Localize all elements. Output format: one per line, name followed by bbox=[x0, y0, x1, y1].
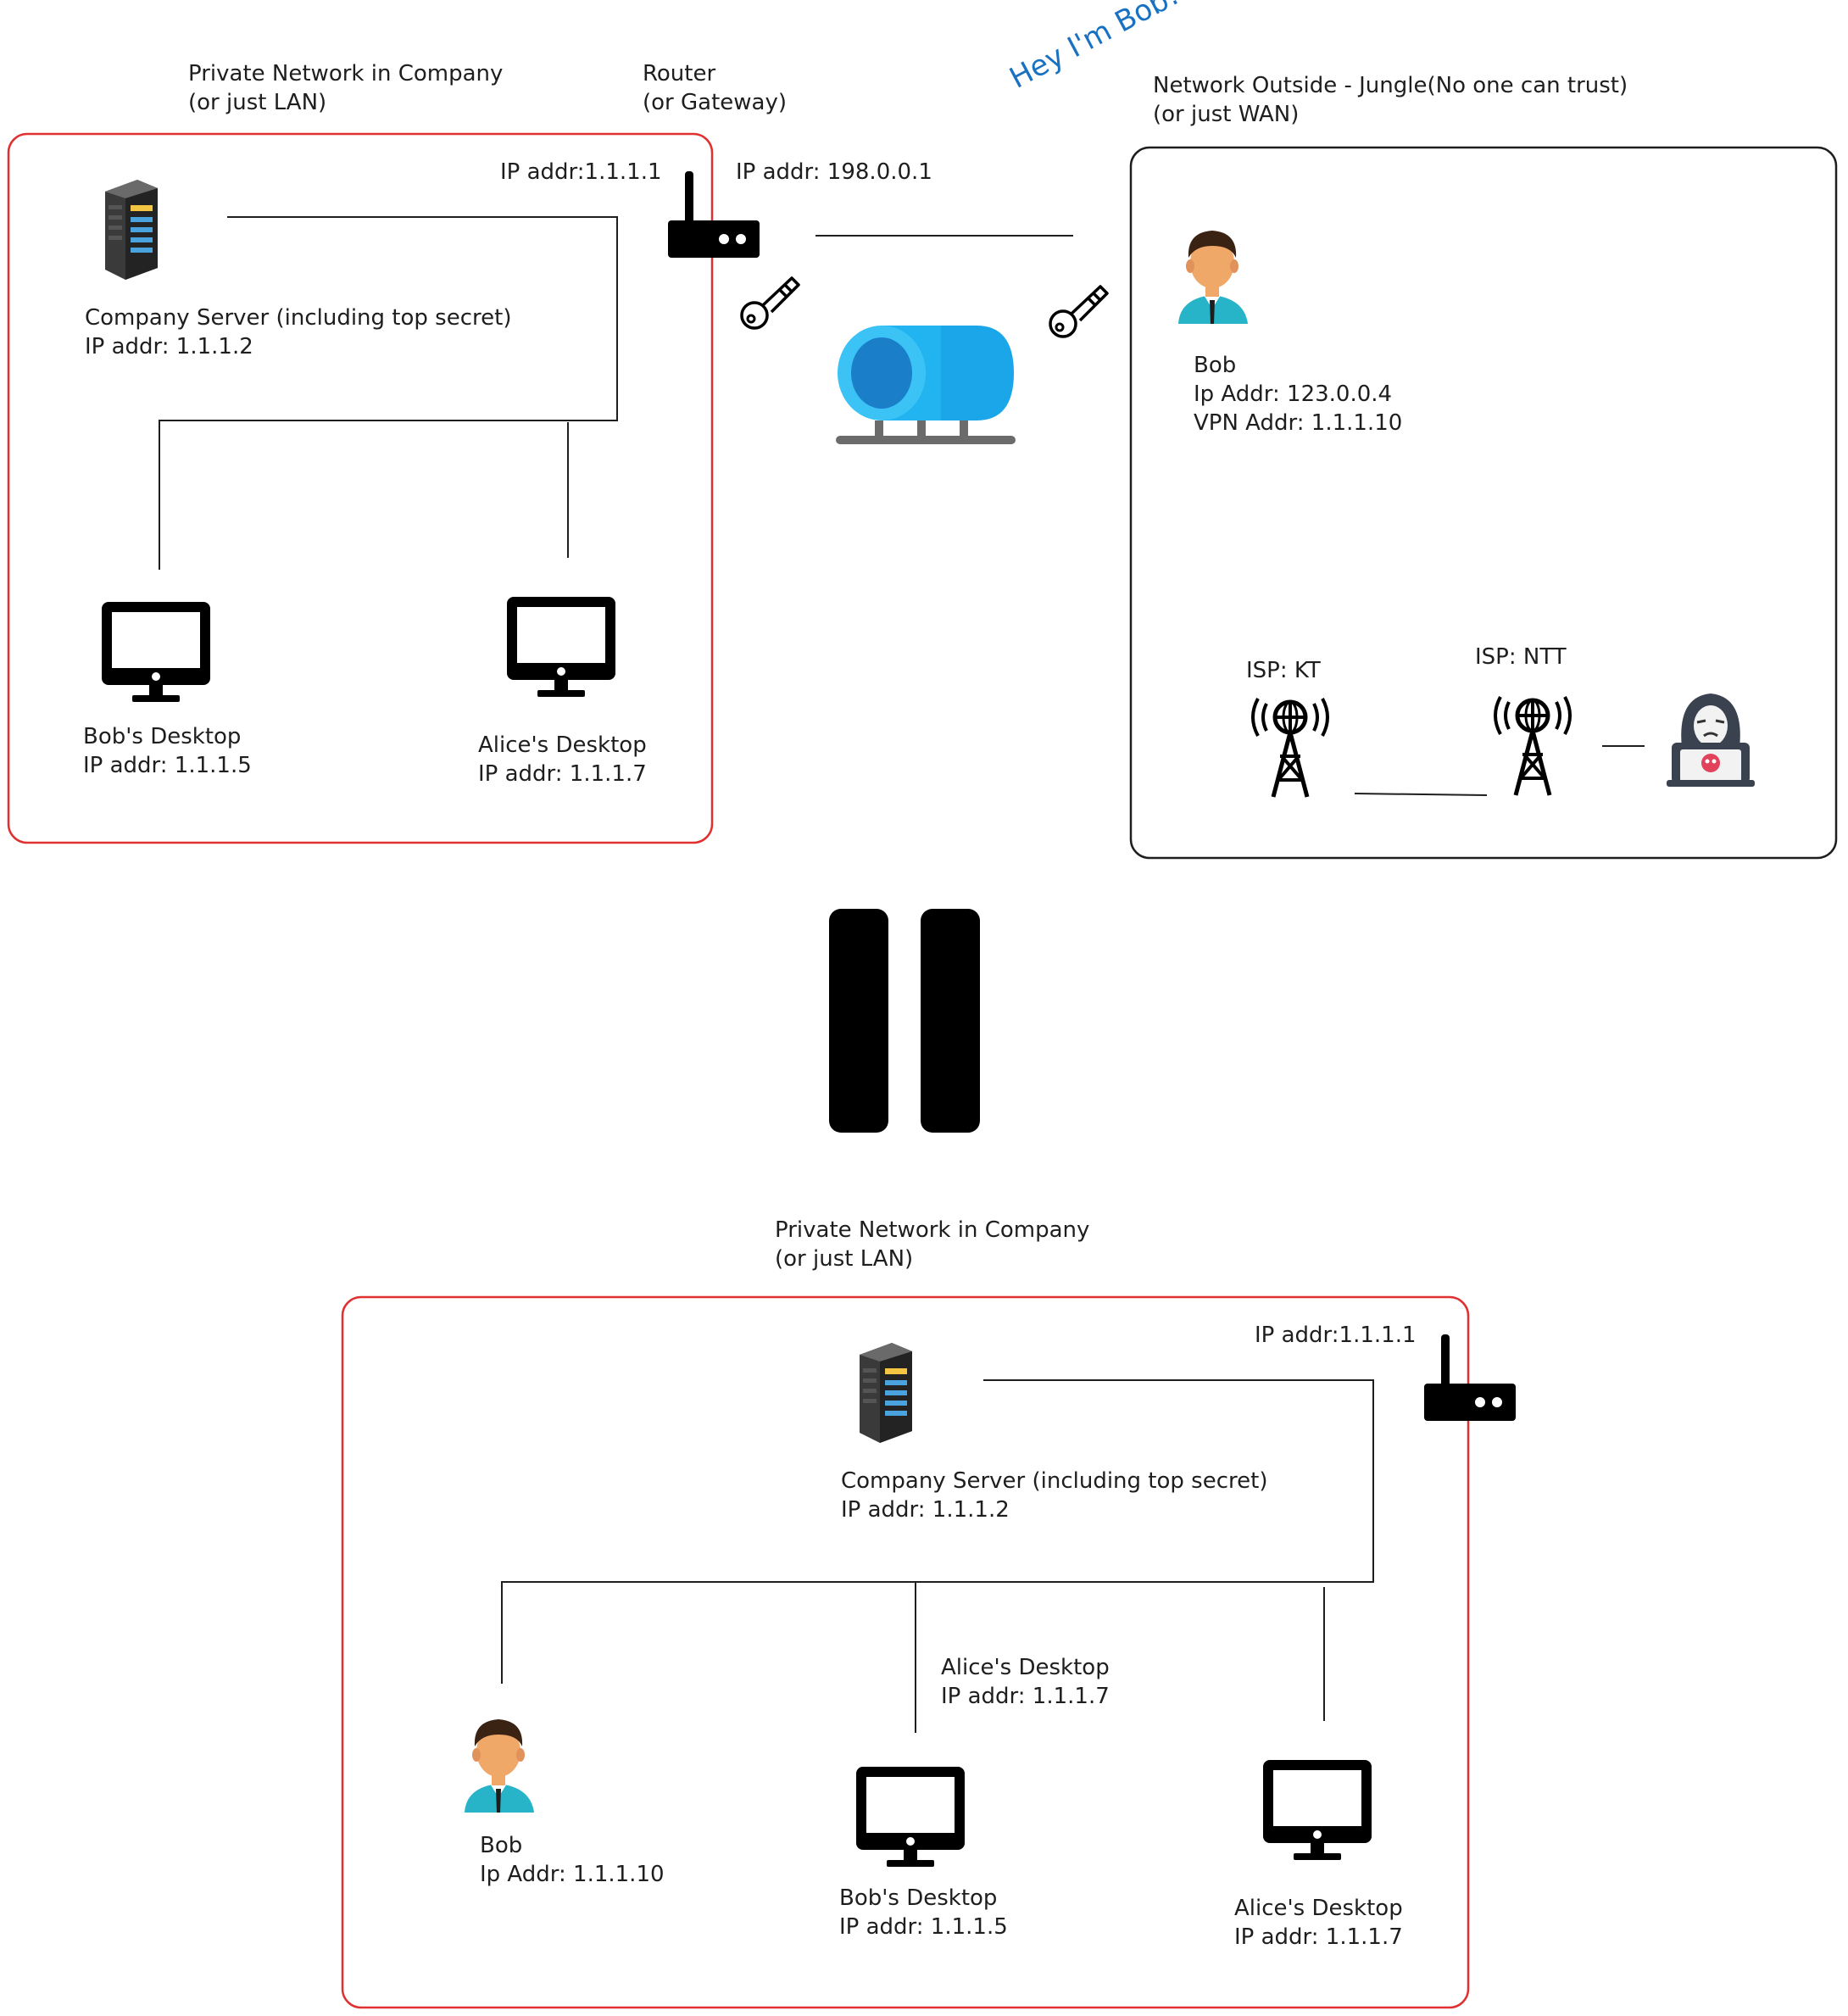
server-icon bbox=[860, 1343, 912, 1443]
bottom-alice-mid-label: Alice's Desktop bbox=[941, 1655, 1110, 1680]
router-wan-ip: IP addr: 198.0.0.1 bbox=[736, 159, 932, 185]
wan-subtitle: (or just WAN) bbox=[1153, 102, 1300, 127]
person-bob-icon bbox=[1178, 231, 1248, 324]
server-icon bbox=[105, 180, 158, 280]
bottom-lan-subtitle: (or just LAN) bbox=[775, 1246, 914, 1272]
desktop-icon bbox=[102, 602, 210, 702]
isp-tower-icon bbox=[1495, 697, 1570, 795]
wan-bob-vpn: VPN Addr: 1.1.1.10 bbox=[1194, 410, 1403, 436]
bottom-alice-mid-ip: IP addr: 1.1.1.7 bbox=[941, 1684, 1110, 1709]
isp-ntt-label: ISP: NTT bbox=[1475, 644, 1567, 670]
wan-bob-ip: Ip Addr: 123.0.0.4 bbox=[1194, 381, 1393, 407]
bottom-lan-router-ip: IP addr:1.1.1.1 bbox=[1255, 1323, 1417, 1348]
desktop-icon bbox=[1263, 1760, 1372, 1860]
hacker-icon bbox=[1665, 692, 1756, 788]
router-subtitle: (or Gateway) bbox=[643, 90, 788, 115]
isp-tower-icon bbox=[1253, 699, 1328, 797]
vpn-tunnel-icon bbox=[836, 326, 1016, 444]
top-alice-desktop-label: Alice's Desktop bbox=[478, 732, 647, 758]
bottom-lan-boundary bbox=[341, 1295, 1470, 2009]
bottom-bob-name: Bob bbox=[480, 1833, 523, 1858]
desktop-icon bbox=[507, 597, 615, 697]
top-bob-desktop-label: Bob's Desktop bbox=[83, 724, 242, 749]
desktop-icon bbox=[856, 1767, 965, 1867]
top-lan-subtitle: (or just LAN) bbox=[188, 90, 327, 115]
isp-kt-label: ISP: KT bbox=[1246, 658, 1321, 683]
bottom-lan-title: Private Network in Company bbox=[775, 1217, 1090, 1243]
bottom-bob-desktop-ip: IP addr: 1.1.1.5 bbox=[839, 1914, 1008, 1940]
top-lan-title: Private Network in Company bbox=[188, 61, 504, 86]
key-icon bbox=[1049, 285, 1109, 338]
top-lan-links bbox=[159, 216, 618, 570]
bottom-alice-desktop-label: Alice's Desktop bbox=[1234, 1896, 1403, 1921]
equals-bar-right bbox=[921, 909, 980, 1133]
wan-boundary bbox=[1129, 146, 1838, 860]
router-icon bbox=[1424, 1334, 1516, 1421]
bottom-server-ip: IP addr: 1.1.1.2 bbox=[841, 1497, 1010, 1523]
wan-bob-name: Bob bbox=[1194, 353, 1237, 378]
key-icon bbox=[740, 276, 800, 330]
wan-title: Network Outside - Jungle(No one can trus… bbox=[1153, 73, 1628, 98]
person-bob-icon bbox=[465, 1719, 534, 1813]
bottom-server-label: Company Server (including top secret) bbox=[841, 1468, 1268, 1494]
top-lan-boundary bbox=[7, 132, 714, 844]
top-alice-desktop-ip: IP addr: 1.1.1.7 bbox=[478, 761, 647, 787]
bottom-bob-desktop-label: Bob's Desktop bbox=[839, 1885, 998, 1911]
bottom-lan-links bbox=[501, 1379, 1374, 1733]
top-server-label: Company Server (including top secret) bbox=[85, 305, 512, 331]
isp-link bbox=[1354, 793, 1488, 796]
bottom-bob-ip: Ip Addr: 1.1.1.10 bbox=[480, 1862, 665, 1887]
router-title: Router bbox=[643, 61, 716, 86]
top-lan-router-ip: IP addr:1.1.1.1 bbox=[500, 159, 662, 185]
top-server-ip: IP addr: 1.1.1.2 bbox=[85, 334, 253, 359]
equals-bar-left bbox=[829, 909, 888, 1133]
top-bob-desktop-ip: IP addr: 1.1.1.5 bbox=[83, 753, 252, 778]
bottom-alice-desktop-ip: IP addr: 1.1.1.7 bbox=[1234, 1924, 1403, 1950]
